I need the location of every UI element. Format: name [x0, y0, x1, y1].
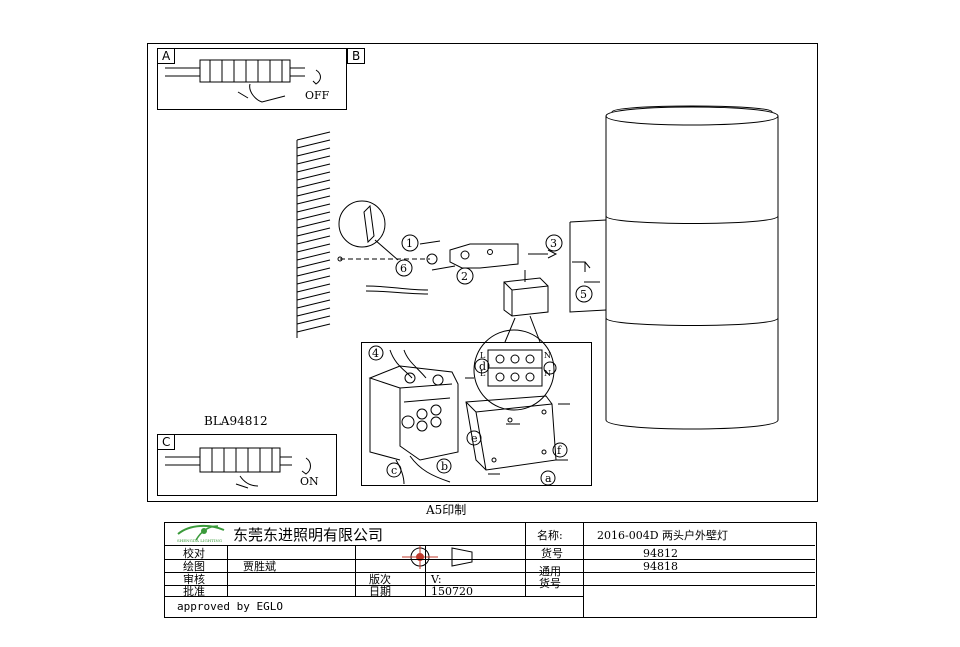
- callout-6: 6: [400, 262, 407, 275]
- callout-4: 4: [372, 347, 379, 360]
- drawn-value: 贾胜斌: [243, 560, 276, 573]
- version-value: V:: [431, 573, 442, 586]
- callout-1: 1: [406, 237, 413, 250]
- checked-label: 校对: [183, 547, 205, 560]
- panel-a: [157, 48, 347, 110]
- company-logo-art: [177, 524, 225, 541]
- code-value: 94812: [643, 547, 678, 560]
- date-label: 日期: [369, 585, 391, 598]
- callout-2: 2: [461, 270, 468, 283]
- panel-a-state: OFF: [305, 89, 330, 102]
- company-name: 东莞东进照明有限公司: [233, 526, 384, 544]
- version-label: 版次: [369, 573, 391, 586]
- detail-label-a: a: [545, 472, 552, 485]
- drawn-label: 绘图: [183, 560, 205, 573]
- approved-by: approved by EGLO: [177, 600, 283, 613]
- panel-b-letter: B: [347, 48, 366, 64]
- company-logo-sub: SHENGDA LIGHTING: [177, 538, 223, 543]
- common-label: 通用货号: [539, 565, 561, 590]
- panel-c-letter: C: [157, 434, 176, 450]
- detail-label-b: b: [441, 460, 449, 473]
- terminal-block-a: [165, 59, 321, 103]
- terminal-block-c: [165, 447, 311, 489]
- detail-label-d: d: [479, 360, 487, 373]
- title-block: SHENGDA LIGHTING 东莞东进照明有限公司 名称: 2016-004…: [164, 522, 817, 618]
- detail-label-e: e: [471, 432, 478, 445]
- terminal-l-bottom: L: [480, 369, 486, 378]
- panel-c-state: ON: [300, 475, 319, 488]
- common-value: 94818: [643, 560, 678, 573]
- callout-5: 5: [580, 288, 587, 301]
- panel-c: [157, 434, 337, 496]
- model-number: BLA94812: [204, 414, 268, 428]
- panel-a-letter: A: [157, 48, 176, 64]
- wall-hatching: [296, 131, 331, 338]
- drawing-frame: [147, 43, 818, 502]
- projection-symbol: [402, 545, 473, 569]
- junction-box-detail: [368, 329, 570, 485]
- name-label: 名称:: [537, 529, 563, 542]
- print-note: A5印制: [426, 503, 467, 517]
- terminal-n-top: N: [544, 351, 551, 360]
- code-label: 货号: [541, 547, 563, 560]
- callout-3: 3: [550, 237, 557, 250]
- date-value: 150720: [431, 585, 473, 598]
- detail-label-f: f: [557, 444, 562, 457]
- approve-label: 批准: [183, 585, 205, 598]
- name-value: 2016-004D 两头户外壁灯: [597, 529, 729, 542]
- review-label: 审核: [183, 573, 205, 586]
- detail-4-panel: [361, 342, 592, 486]
- lamp-body: [569, 105, 779, 430]
- detail-label-c: c: [391, 464, 398, 477]
- terminal-n-bottom: N: [544, 369, 551, 378]
- terminal-l-top: L: [480, 351, 486, 360]
